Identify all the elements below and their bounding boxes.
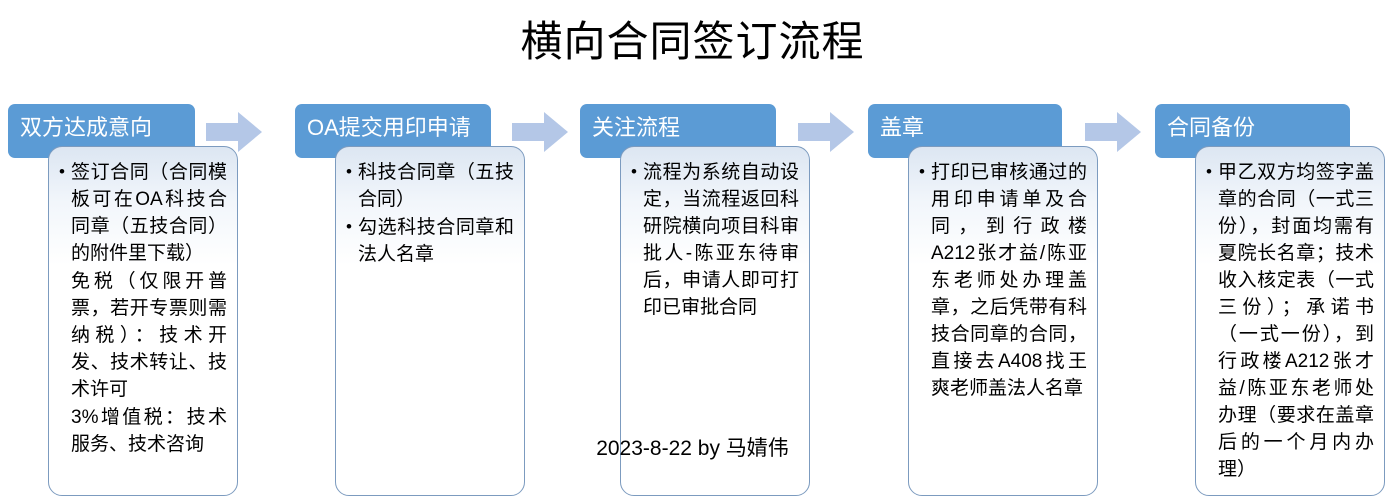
list-item: 勾选科技合同章和法人名章 bbox=[346, 213, 514, 268]
stage-3-header-label: 关注流程 bbox=[592, 115, 681, 140]
stage-3-list: 流程为系统自动设定，当流程返回科研院横向项目科审批人-陈亚东待审后，申请人即可打… bbox=[631, 158, 799, 321]
stage-5-list: 甲乙双方均签字盖章的合同（一式三份），封面均需有夏院长名章；技术收入核定表（一式… bbox=[1206, 158, 1374, 483]
right-arrow-icon-1 bbox=[206, 112, 262, 152]
right-arrow-icon-4 bbox=[1085, 112, 1141, 152]
list-item: 签订合同（合同模板可在OA科技合同章（五技合同）的附件里下载） bbox=[59, 158, 227, 267]
right-arrow-icon-2 bbox=[512, 112, 568, 152]
footer-credit: 2023-8-22 by 马婧伟 bbox=[596, 437, 789, 460]
stage-1-list: 签订合同（合同模板可在OA科技合同章（五技合同）的附件里下载） 免税（仅限开普票… bbox=[59, 158, 227, 458]
stage-1-header-label: 双方达成意向 bbox=[20, 115, 153, 140]
page-title: 横向合同签订流程 bbox=[520, 18, 865, 65]
stage-2-body: 科技合同章（五技合同） 勾选科技合同章和法人名章 bbox=[335, 146, 525, 496]
stage-4-list: 打印已审核通过的用印申请单及合同，到行政楼A212张才益/陈亚东老师处办理盖章，… bbox=[919, 158, 1087, 402]
stage-2-list: 科技合同章（五技合同） 勾选科技合同章和法人名章 bbox=[346, 158, 514, 268]
stage-5-header-label: 合同备份 bbox=[1167, 115, 1256, 140]
stage-3-body: 流程为系统自动设定，当流程返回科研院横向项目科审批人-陈亚东待审后，申请人即可打… bbox=[620, 146, 810, 496]
list-item: 科技合同章（五技合同） bbox=[346, 158, 514, 213]
stage-4-body: 打印已审核通过的用印申请单及合同，到行政楼A212张才益/陈亚东老师处办理盖章，… bbox=[908, 146, 1098, 496]
list-item: 免税（仅限开普票，若开专票则需纳税）：技术开发、技术转让、技术许可 bbox=[71, 271, 227, 400]
stage-4-header-label: 盖章 bbox=[880, 115, 925, 140]
list-item: 甲乙双方均签字盖章的合同（一式三份），封面均需有夏院长名章；技术收入核定表（一式… bbox=[1206, 158, 1374, 483]
right-arrow-icon-3 bbox=[798, 112, 854, 152]
stage-1-body: 签订合同（合同模板可在OA科技合同章（五技合同）的附件里下载） 免税（仅限开普票… bbox=[48, 146, 238, 496]
stage-5-body: 甲乙双方均签字盖章的合同（一式三份），封面均需有夏院长名章；技术收入核定表（一式… bbox=[1195, 146, 1385, 496]
list-item: 3%增值税：技术服务、技术咨询 bbox=[71, 407, 227, 455]
list-item: 打印已审核通过的用印申请单及合同，到行政楼A212张才益/陈亚东老师处办理盖章，… bbox=[919, 158, 1087, 402]
list-item: 流程为系统自动设定，当流程返回科研院横向项目科审批人-陈亚东待审后，申请人即可打… bbox=[631, 158, 799, 321]
stage-2-header-label: OA提交用印申请 bbox=[307, 115, 471, 140]
